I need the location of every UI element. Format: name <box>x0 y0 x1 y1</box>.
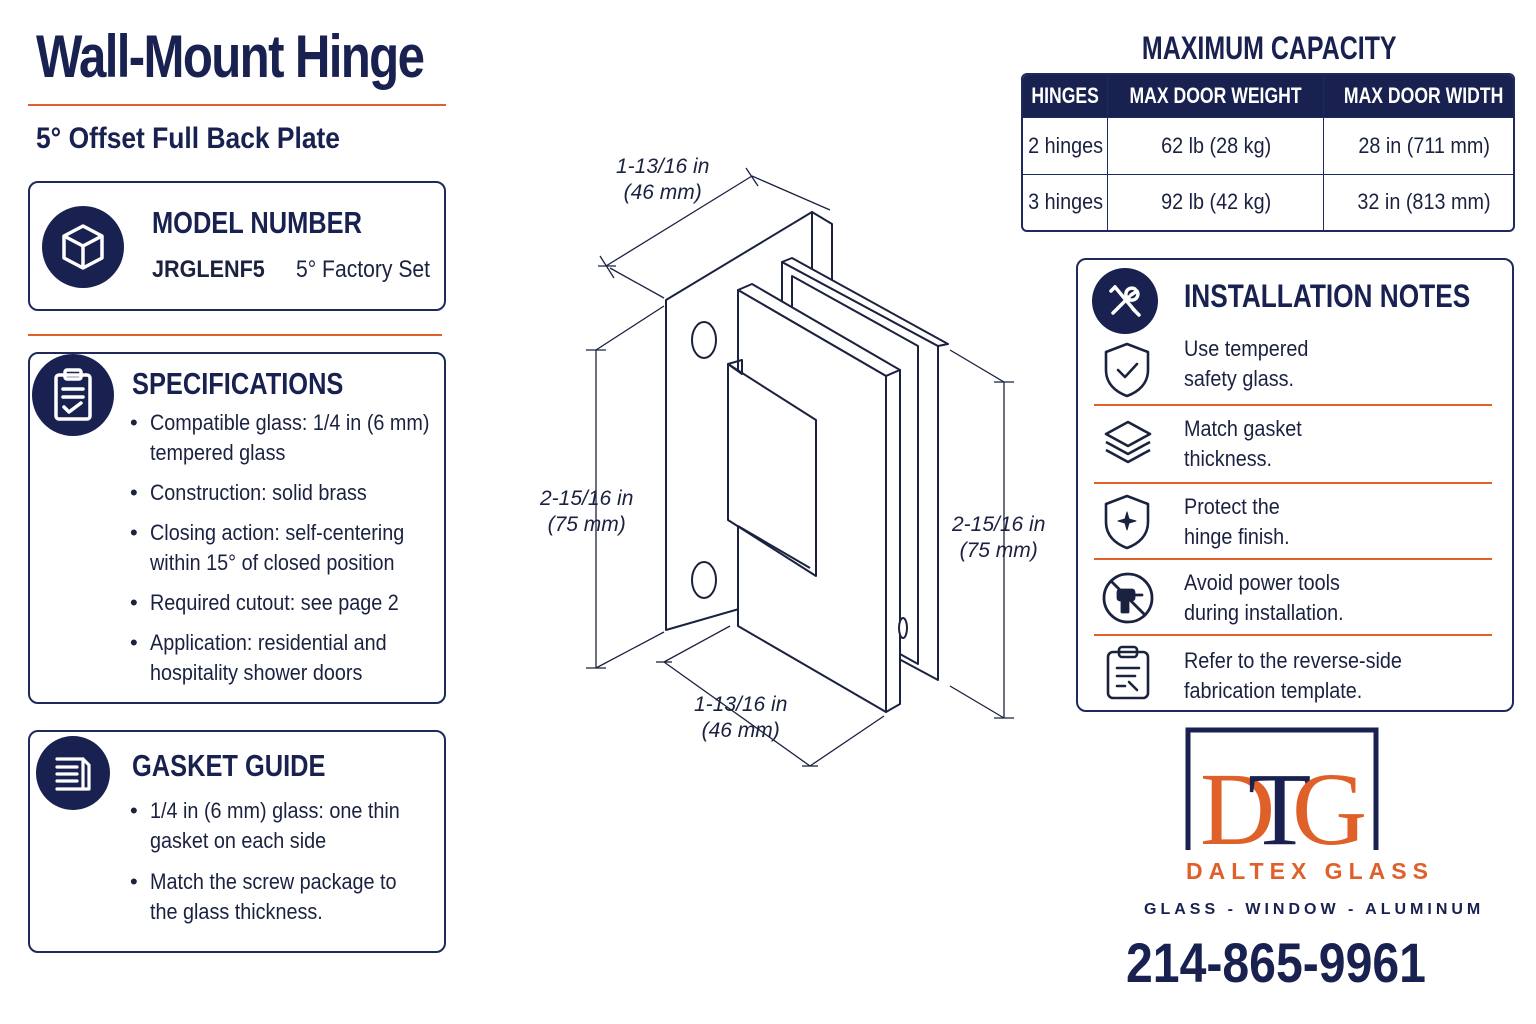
layers-icon <box>1100 416 1154 470</box>
gasket-document-icon <box>36 736 110 810</box>
wrench-screwdriver-icon <box>1092 268 1158 334</box>
note-divider <box>1094 404 1492 406</box>
brand-name: DALTEX GLASS <box>1186 858 1434 884</box>
capacity-table: HINGES MAX DOOR WEIGHT MAX DOOR WIDTH 2 … <box>1021 73 1515 232</box>
table-cell: 92 lb (42 kg) <box>1107 173 1324 230</box>
model-setting: 5° Factory Set <box>296 256 431 283</box>
table-cell: 2 hinges <box>1023 116 1108 175</box>
table-row: 2 hinges 62 lb (28 kg) 28 in (711 mm) <box>1023 116 1513 175</box>
list-item: Construction: solid brass <box>130 478 461 508</box>
hinge-knuckle <box>727 363 817 577</box>
table-row: 3 hinges 92 lb (42 kg) 32 in (813 mm) <box>1023 173 1513 230</box>
shield-check-icon <box>1100 340 1154 398</box>
note-divider <box>1094 482 1492 484</box>
installation-notes-heading: INSTALLATION NOTES <box>1184 278 1471 314</box>
page-title: Wall-Mount Hinge <box>36 23 425 90</box>
dimension-top-label: 1-13/16 in(46 mm) <box>616 155 710 204</box>
list-item: Compatible glass: 1/4 in (6 mm)tempered … <box>130 408 461 468</box>
dimension-right-label: 2-15/16 in(75 mm) <box>952 513 1046 562</box>
dtg-logo: D T G <box>1185 727 1379 856</box>
specifications-heading: SPECIFICATIONS <box>132 366 344 401</box>
capacity-title: MAXIMUM CAPACITY <box>1141 30 1397 66</box>
mount-hole-top <box>691 321 717 359</box>
table-cell: 3 hinges <box>1023 173 1108 230</box>
column-header: MAX DOOR WIDTH <box>1323 75 1513 117</box>
note-divider <box>1094 558 1492 560</box>
gasket-guide-card: GASKET GUIDE 1/4 in (6 mm) glass: one th… <box>28 730 446 953</box>
mount-hole-bottom <box>691 561 717 599</box>
gasket-guide-heading: GASKET GUIDE <box>132 748 326 783</box>
title-divider <box>28 104 446 106</box>
list-item: Application: residential andhospitality … <box>130 628 461 688</box>
logo-letter-d: D <box>1200 752 1275 856</box>
brand-tagline: GLASS - WINDOW - ALUMINUM <box>1144 901 1485 918</box>
table-header-row: HINGES MAX DOOR WEIGHT MAX DOOR WIDTH <box>1023 75 1513 117</box>
phone-number[interactable]: 214-865-9961 <box>1126 931 1426 994</box>
logo-letter-g: G <box>1292 752 1367 856</box>
clipboard-check-icon <box>32 354 114 436</box>
column-header: MAX DOOR WEIGHT <box>1107 75 1324 117</box>
dimension-left-label: 2-15/16 in(75 mm) <box>540 487 634 536</box>
list-item: Required cutout: see page 2 <box>130 588 461 618</box>
cube-icon <box>42 206 124 288</box>
specifications-card: SPECIFICATIONS Compatible glass: 1/4 in … <box>28 352 446 704</box>
table-cell: 32 in (813 mm) <box>1323 173 1513 230</box>
specifications-list: Compatible glass: 1/4 in (6 mm)tempered … <box>130 408 461 688</box>
no-power-drill-icon <box>1100 570 1154 624</box>
clipboard-icon <box>1102 644 1156 700</box>
note-divider <box>1094 634 1492 636</box>
page-subtitle: 5° Offset Full Back Plate <box>36 122 340 155</box>
model-number-value: JRGLENF5 <box>152 256 265 283</box>
column-header: HINGES <box>1023 75 1108 117</box>
model-number-card: MODEL NUMBER JRGLENF5 5° Factory Set <box>28 181 446 311</box>
dimension-bottom-label: 1-13/16 in(46 mm) <box>694 693 788 742</box>
section-divider <box>28 334 442 336</box>
model-number-heading: MODEL NUMBER <box>152 205 362 240</box>
logo-letter-t: T <box>1248 752 1312 856</box>
table-cell: 28 in (711 mm) <box>1323 116 1513 175</box>
shield-sparkle-icon <box>1100 492 1154 550</box>
table-cell: 62 lb (28 kg) <box>1107 116 1324 175</box>
